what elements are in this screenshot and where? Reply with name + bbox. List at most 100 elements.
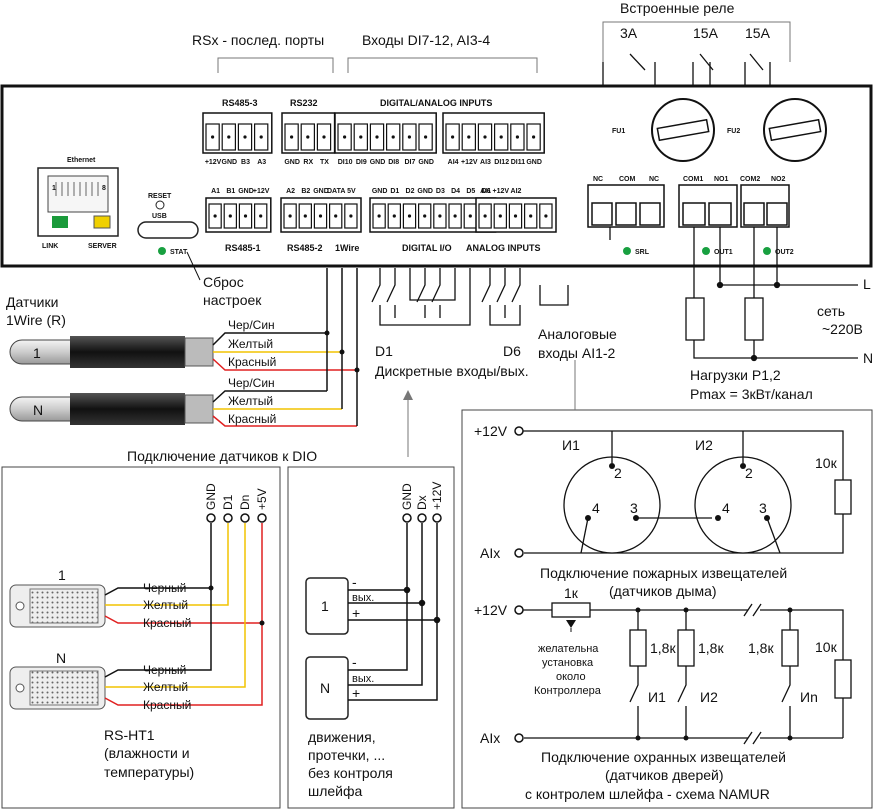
relay-3a-label: 3A xyxy=(620,25,638,41)
line-L-label: L xyxy=(863,276,871,292)
dio-caption: Дискретные входы/вых. xyxy=(375,363,529,379)
fire-10k-label: 10к xyxy=(815,455,838,471)
analog-caption-1: Аналоговые xyxy=(538,326,617,342)
wire-label-2a: Чер/Син xyxy=(228,376,275,390)
bottom-pin-label: D6 xyxy=(482,188,491,195)
rsht-wire-label-2c: Красный xyxy=(143,698,191,712)
pin-terminal xyxy=(206,513,216,523)
pin-terminal xyxy=(402,513,412,523)
reset-button[interactable] xyxy=(155,200,165,210)
ethernet-link-led xyxy=(52,216,68,228)
relays-label: Встроенные реле xyxy=(620,0,735,16)
fire-p3a-label: 3 xyxy=(630,500,638,516)
rsht-panel xyxy=(1,466,281,809)
wire-label-1c: Красный xyxy=(228,355,276,369)
bottom-pin-label: AI2 xyxy=(511,188,522,195)
rsht-sensor-2-label: N xyxy=(56,650,66,666)
loads-caption-1: Нагрузки P1,2 xyxy=(690,367,781,383)
ethernet-pins xyxy=(55,182,99,196)
out-screws[interactable] xyxy=(682,202,788,226)
rsht-title-3: температуры) xyxy=(104,764,194,780)
d6-label: D6 xyxy=(503,343,521,359)
rsht-sensor-1-label: 1 xyxy=(58,567,66,583)
top-brackets xyxy=(217,21,791,73)
com1-label: COM1 xyxy=(683,176,703,183)
motion-sensor-2: N xyxy=(305,656,349,720)
net-caption-1: сеть xyxy=(817,303,845,319)
fire-p4a-label: 4 xyxy=(592,500,600,516)
wire-label-2c: Красный xyxy=(228,412,276,426)
motion-sensor-1: 1 xyxy=(305,577,349,635)
bottom-pin-label: 5V xyxy=(347,188,356,195)
pin-label: GND xyxy=(400,483,414,510)
top-pin-label: GND xyxy=(418,159,434,166)
fuse-2-slot xyxy=(768,118,822,142)
namur-1k-label: 1к xyxy=(564,585,579,601)
namur-18k-2-label: 1,8к xyxy=(698,640,724,656)
top-pin-label: A3 xyxy=(257,159,266,166)
bottom-pin-label: A1 xyxy=(211,188,220,195)
usb-port[interactable] xyxy=(137,221,199,239)
eth-pin1-label: 1 xyxy=(52,185,56,192)
fire-p4b-label: 4 xyxy=(722,500,730,516)
net-caption-2: ~220В xyxy=(822,321,863,337)
rsht-wires xyxy=(104,523,265,706)
motion-desc-2: протечки, ... xyxy=(308,747,385,763)
reset-caption-2: настроек xyxy=(203,292,262,308)
rs232-label: RS232 xyxy=(290,98,318,108)
reset-caption-1: Сброс xyxy=(203,274,244,290)
pin-label: +5V xyxy=(255,488,269,510)
top-pin-label: GND xyxy=(284,159,300,166)
fire-title-1: Подключение пожарных извещателей xyxy=(540,565,787,581)
rsht-wire-label-2b: Желтый xyxy=(143,680,188,694)
motion-pointer-arrow xyxy=(403,390,413,400)
namur-18k-3-label: 1,8к xyxy=(748,640,774,656)
bottom-pin-label: A2 xyxy=(286,188,295,195)
namur-note-2: установка xyxy=(542,657,594,669)
bottom-terminal-block xyxy=(205,197,557,233)
top-pin-label: DI10 xyxy=(338,159,353,166)
bottom-pin-label: +12V xyxy=(493,188,510,195)
motion-1-plus: + xyxy=(352,605,360,621)
pin-label: +12V xyxy=(430,482,444,510)
rsht-sensor-2: N xyxy=(9,650,106,710)
wire-label-1a: Чер/Син xyxy=(228,318,275,332)
reset-pointer xyxy=(186,251,201,281)
namur-in-label: Иn xyxy=(800,689,818,705)
fire-aix-label: AIx xyxy=(480,545,500,561)
onewire-sensor-1: 1 xyxy=(9,336,214,368)
out2-led xyxy=(763,247,771,255)
top-pin-label: DI9 xyxy=(356,159,367,166)
pin-label: Dx xyxy=(415,495,429,510)
eth-pin8-label: 8 xyxy=(102,185,106,192)
fire-i1-label: И1 xyxy=(562,437,580,453)
bottom-pin-label: +12V xyxy=(253,188,270,195)
onewire-sensor-1-label: 1 xyxy=(33,345,41,361)
srl-screws[interactable] xyxy=(591,202,661,226)
line-N-label: N xyxy=(863,350,873,366)
namur-10k-label: 10к xyxy=(815,639,838,655)
detectors-panel xyxy=(461,409,873,809)
namur-i1-label: И1 xyxy=(648,689,666,705)
fu2-label: FU2 xyxy=(727,128,740,135)
fire-p2b-label: 2 xyxy=(745,465,753,481)
pin-terminal xyxy=(417,513,427,523)
onewire-sensor-2: N xyxy=(9,393,214,425)
motion-wires xyxy=(348,523,441,701)
dio-connection-title: Подключение датчиков к DIO xyxy=(127,448,317,464)
pin-terminal xyxy=(223,513,233,523)
motion-2-out: вых. xyxy=(352,673,374,685)
sensors-1wire-caption-2: 1Wire (R) xyxy=(6,312,66,328)
srl-label: SRL xyxy=(635,249,650,256)
fire-circuit: +12V 10к AIx И1 И2 2 2 4 4 3 3 xyxy=(474,423,852,561)
wire-label-1b: Желтый xyxy=(228,337,273,351)
fuse-1-slot xyxy=(656,118,710,142)
motion-desc-1: движения, xyxy=(308,729,376,745)
motion-1-minus: - xyxy=(352,574,357,590)
ethernet-label: Ethernet xyxy=(67,157,96,164)
srl-com-label: COM xyxy=(619,176,636,183)
bottom-pin-label: D3 xyxy=(436,188,445,195)
digital-io-label: DIGITAL I/O xyxy=(402,243,452,253)
